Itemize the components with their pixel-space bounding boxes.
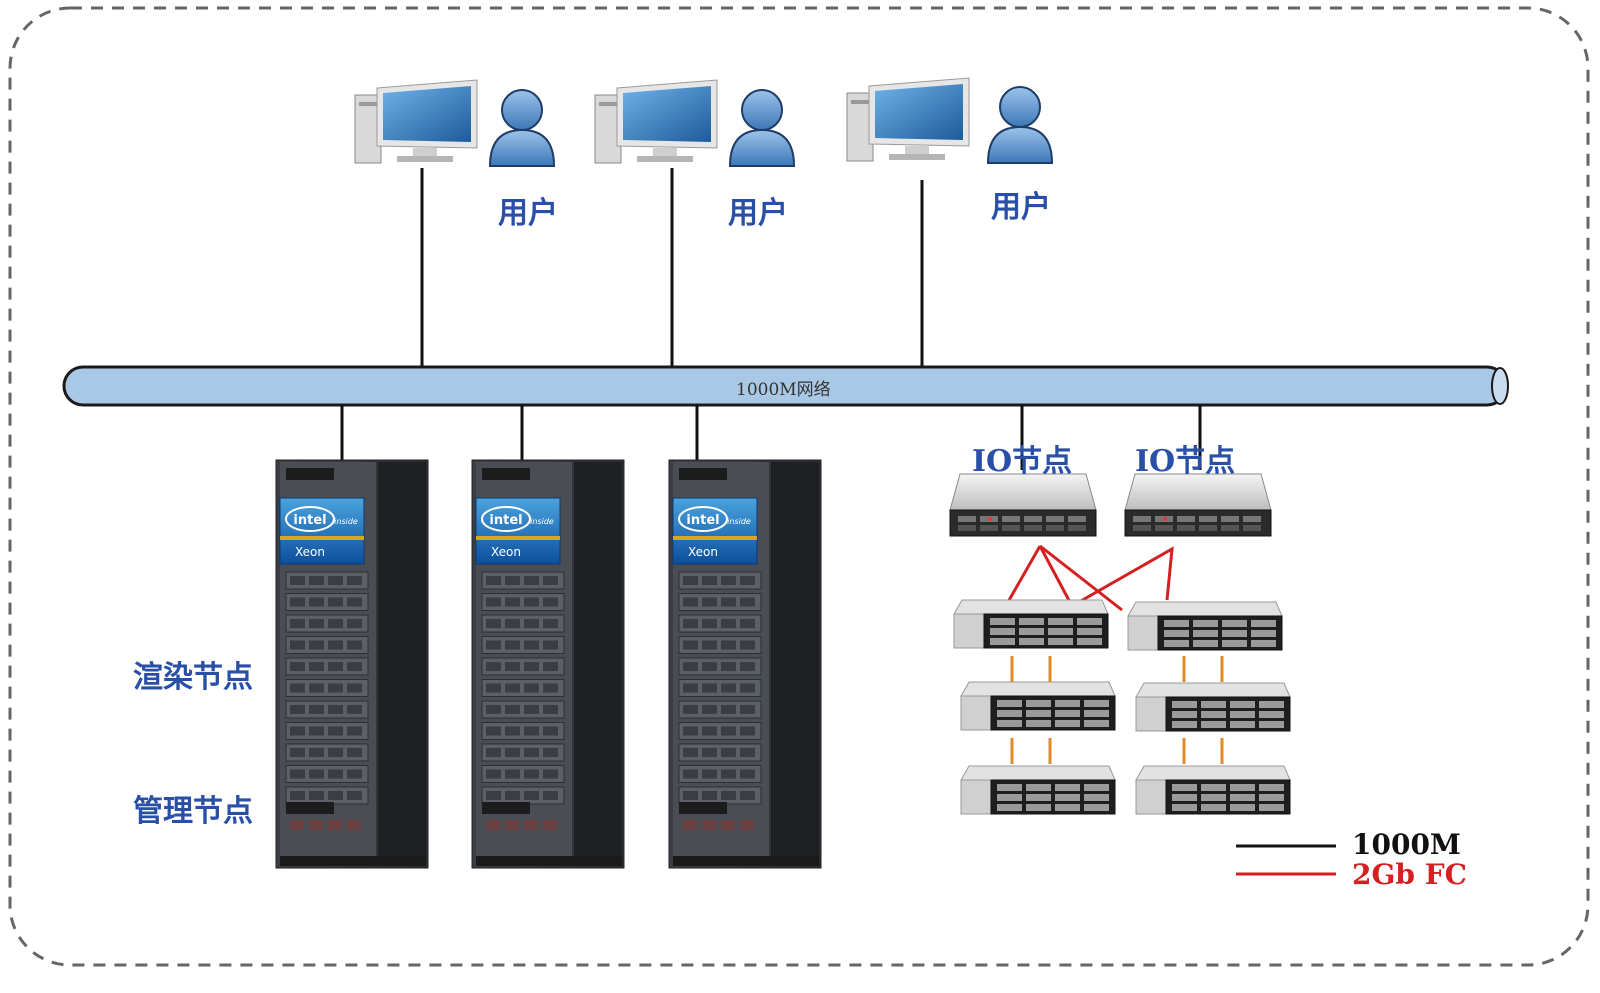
user-icon (488, 89, 556, 167)
storage-array (960, 681, 1116, 731)
render-node-label: 渲染节点 (133, 660, 253, 695)
io-node-label: IO节点 (1135, 444, 1236, 479)
io-node-server (1124, 473, 1272, 537)
sas-links (1010, 656, 1224, 764)
network-label: 1000M网络 (736, 380, 831, 400)
network-bus (62, 365, 1509, 407)
user-icon (986, 86, 1054, 164)
legend-label-fc: 2Gb FC (1352, 858, 1467, 891)
user-label: 用户 (498, 196, 558, 231)
intel-brand-text: intel (686, 513, 719, 528)
workstation-icon (594, 79, 718, 164)
user-icon (728, 89, 796, 167)
legend-label-1000m: 1000M (1352, 828, 1461, 861)
workstation-icon (354, 79, 478, 164)
intel-inside-text: inside (334, 517, 358, 526)
intel-model-text: Xeon (491, 545, 521, 559)
intel-brand-text: intel (293, 513, 326, 528)
user-label: 用户 (991, 190, 1051, 225)
manage-node-label: 管理节点 (133, 794, 253, 829)
storage-array (1135, 682, 1291, 732)
intel-model-text: Xeon (688, 545, 718, 559)
fc-links (1006, 544, 1174, 612)
storage-array (1135, 765, 1291, 815)
outer-frame (8, 6, 1590, 967)
storage-array (960, 765, 1116, 815)
workstation-icon (846, 77, 970, 162)
intel-model-text: Xeon (295, 545, 325, 559)
storage-array (1127, 601, 1283, 651)
intel-inside-text: inside (727, 517, 751, 526)
user-label: 用户 (728, 196, 788, 231)
intel-brand-text: intel (489, 513, 522, 528)
io-node-server (949, 473, 1097, 537)
io-node-label: IO节点 (972, 444, 1073, 479)
storage-array (953, 599, 1109, 649)
intel-inside-text: inside (530, 517, 554, 526)
